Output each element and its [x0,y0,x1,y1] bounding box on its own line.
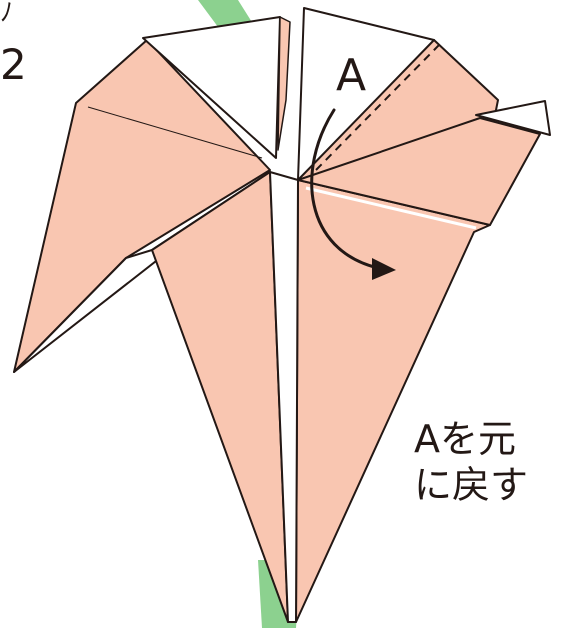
top-left-white-tip [142,16,281,159]
instruction-line-2: に戻す [414,463,529,507]
left-front-flap [151,171,289,623]
right-petal-gap [305,186,477,230]
right-white-tip [475,100,551,136]
instruction-text: Aを元 に戻す [414,416,528,508]
arrowhead-icon [372,258,396,280]
unfold-arrow [310,108,380,270]
top-left-sliver [277,16,291,151]
right-lower-flap [297,117,541,226]
fold-line-dashed [315,43,441,171]
right-front-flap [295,179,491,623]
left-petal [13,39,271,373]
left-petal-crease [87,106,263,159]
point-a-label: A [336,50,367,101]
instruction-line-1: Aを元 [414,417,516,461]
step-mark: ﾉ [0,0,14,28]
step-number: 2 [0,40,27,89]
center-strip [269,171,299,623]
